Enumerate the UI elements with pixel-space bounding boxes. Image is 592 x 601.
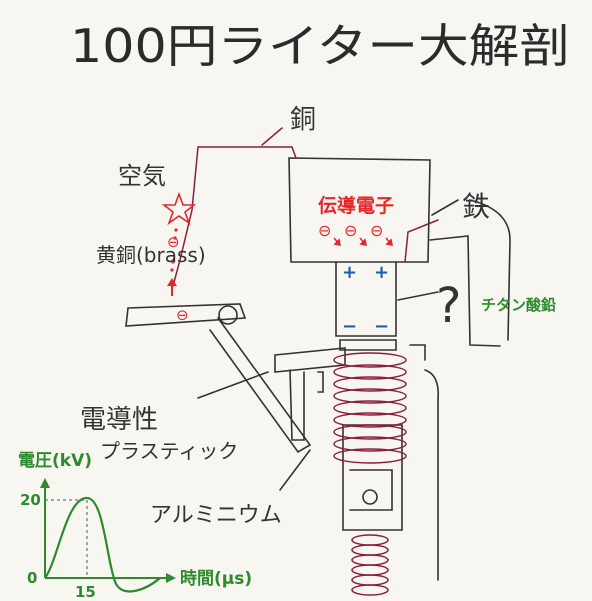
iron-label: 鉄 <box>462 190 490 223</box>
aluminium-frame <box>289 369 305 441</box>
copper-pointer <box>261 127 283 146</box>
piezo-element <box>335 261 397 337</box>
voltage-pulse-curve <box>44 496 161 593</box>
electron-row: ⊖ ⊖ ⊖ <box>318 221 383 240</box>
iron-bracket-mid <box>429 235 501 347</box>
copper-wiring <box>172 127 439 596</box>
title: 100円ライター大解剖 <box>70 19 570 73</box>
plastic-label-line2: プラスティック <box>100 439 238 463</box>
plunger-block <box>339 339 397 351</box>
iron-housing <box>288 157 431 263</box>
spark-star-icon <box>161 191 197 226</box>
graph-xlabel: 時間(μs) <box>180 568 252 589</box>
spring-lower <box>351 534 389 596</box>
iron-bracket-lower <box>424 369 440 581</box>
graph-xtick-15: 15 <box>75 583 96 601</box>
pointer-plastic <box>197 371 269 399</box>
copper-wire <box>172 146 297 287</box>
electron-icon: ⊖ <box>318 221 331 240</box>
graph-origin: 0 <box>27 569 37 587</box>
spring-upper <box>333 352 407 464</box>
copper-label: 銅 <box>290 105 316 135</box>
plastic-label-line1: 電導性 <box>80 405 158 435</box>
iron-bracket-back <box>409 344 426 361</box>
graph-ylabel: 電圧(kV) <box>18 451 92 471</box>
cover-detail <box>317 371 324 393</box>
plus-charge: + <box>342 262 357 283</box>
hammer-pin <box>362 489 378 505</box>
spark-electron-icon: ⊖ <box>167 233 180 251</box>
hammer-inner <box>349 469 393 511</box>
minus-charge: − <box>342 316 357 337</box>
electron-icon: ⊖ <box>370 221 383 240</box>
pointer-aluminium <box>279 449 311 491</box>
lead-titanate-label: チタン酸鉛 <box>481 296 556 314</box>
electron-drift-arrows <box>333 237 394 247</box>
minus-charge: − <box>374 316 389 337</box>
iron-bracket-upper <box>469 199 511 341</box>
question-mark: ? <box>436 278 461 334</box>
conduction-electrons-label: 伝導電子 <box>318 194 394 217</box>
wire-to-box <box>404 219 439 263</box>
brass-electron-icon: ⊖ <box>176 306 189 324</box>
voltage-graph: 電圧(kV) 20 0 15 時間(μs) <box>18 451 252 601</box>
pointer-iron <box>431 199 459 216</box>
plus-charge: + <box>374 262 389 283</box>
pointer-question <box>397 291 439 301</box>
aluminium-label: アルミニウム <box>150 503 282 528</box>
electron-icon: ⊖ <box>344 221 357 240</box>
air-label: 空気 <box>118 162 166 190</box>
brass-label: 黄銅(brass) <box>96 243 206 267</box>
graph-ytick-20: 20 <box>20 491 41 509</box>
hammer-block <box>342 424 403 531</box>
arm-hinge <box>218 305 238 325</box>
plastic-arm <box>125 303 247 327</box>
plastic-lever <box>209 317 312 454</box>
electron-path <box>170 228 178 272</box>
